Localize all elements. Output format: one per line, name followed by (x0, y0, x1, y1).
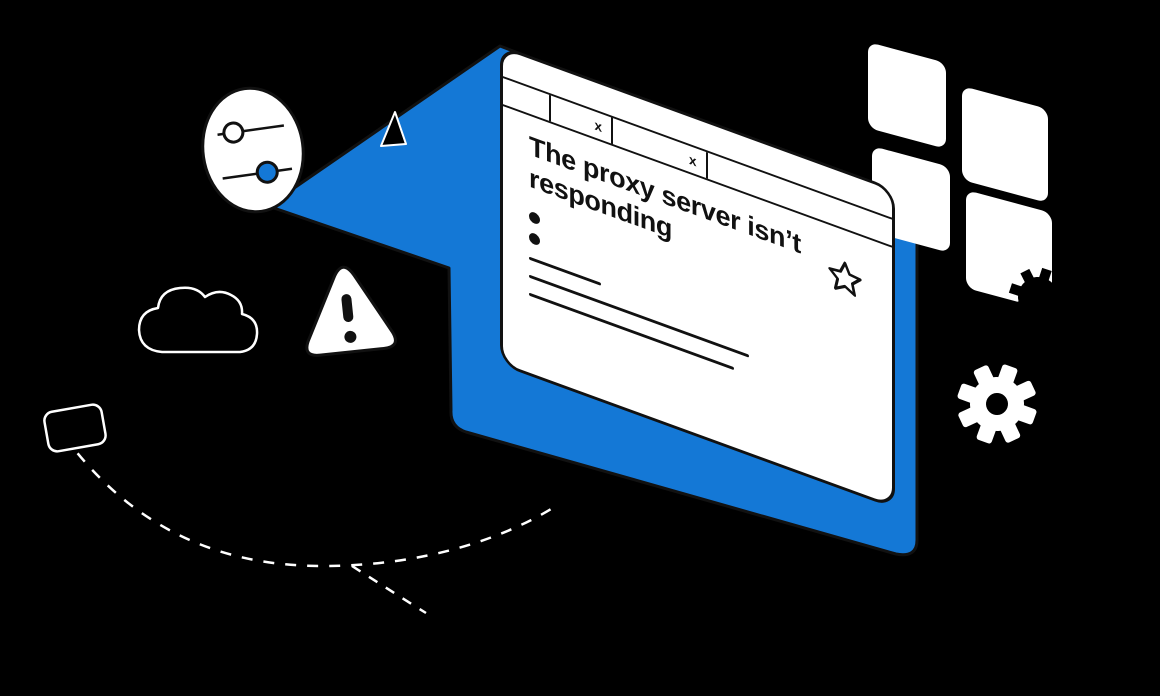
note-outline (43, 403, 107, 453)
tab-close-icon: x (594, 116, 602, 135)
star-icon (828, 261, 862, 297)
browser-window: x x The proxy server isn’t responding (500, 45, 895, 509)
window-content: The proxy server isn’t responding (503, 106, 892, 427)
warning-icon (305, 265, 397, 357)
cloud-icon (137, 286, 259, 354)
cursor-triangle-icon (380, 111, 407, 147)
gear-icon (957, 364, 1037, 444)
tab-close-icon: x (688, 151, 697, 170)
dashed-path (62, 435, 557, 615)
sliders-icon (201, 86, 305, 214)
bullet-dot (529, 231, 540, 247)
gear-bite-icon (1008, 267, 1068, 327)
bullet-dot (529, 210, 540, 226)
